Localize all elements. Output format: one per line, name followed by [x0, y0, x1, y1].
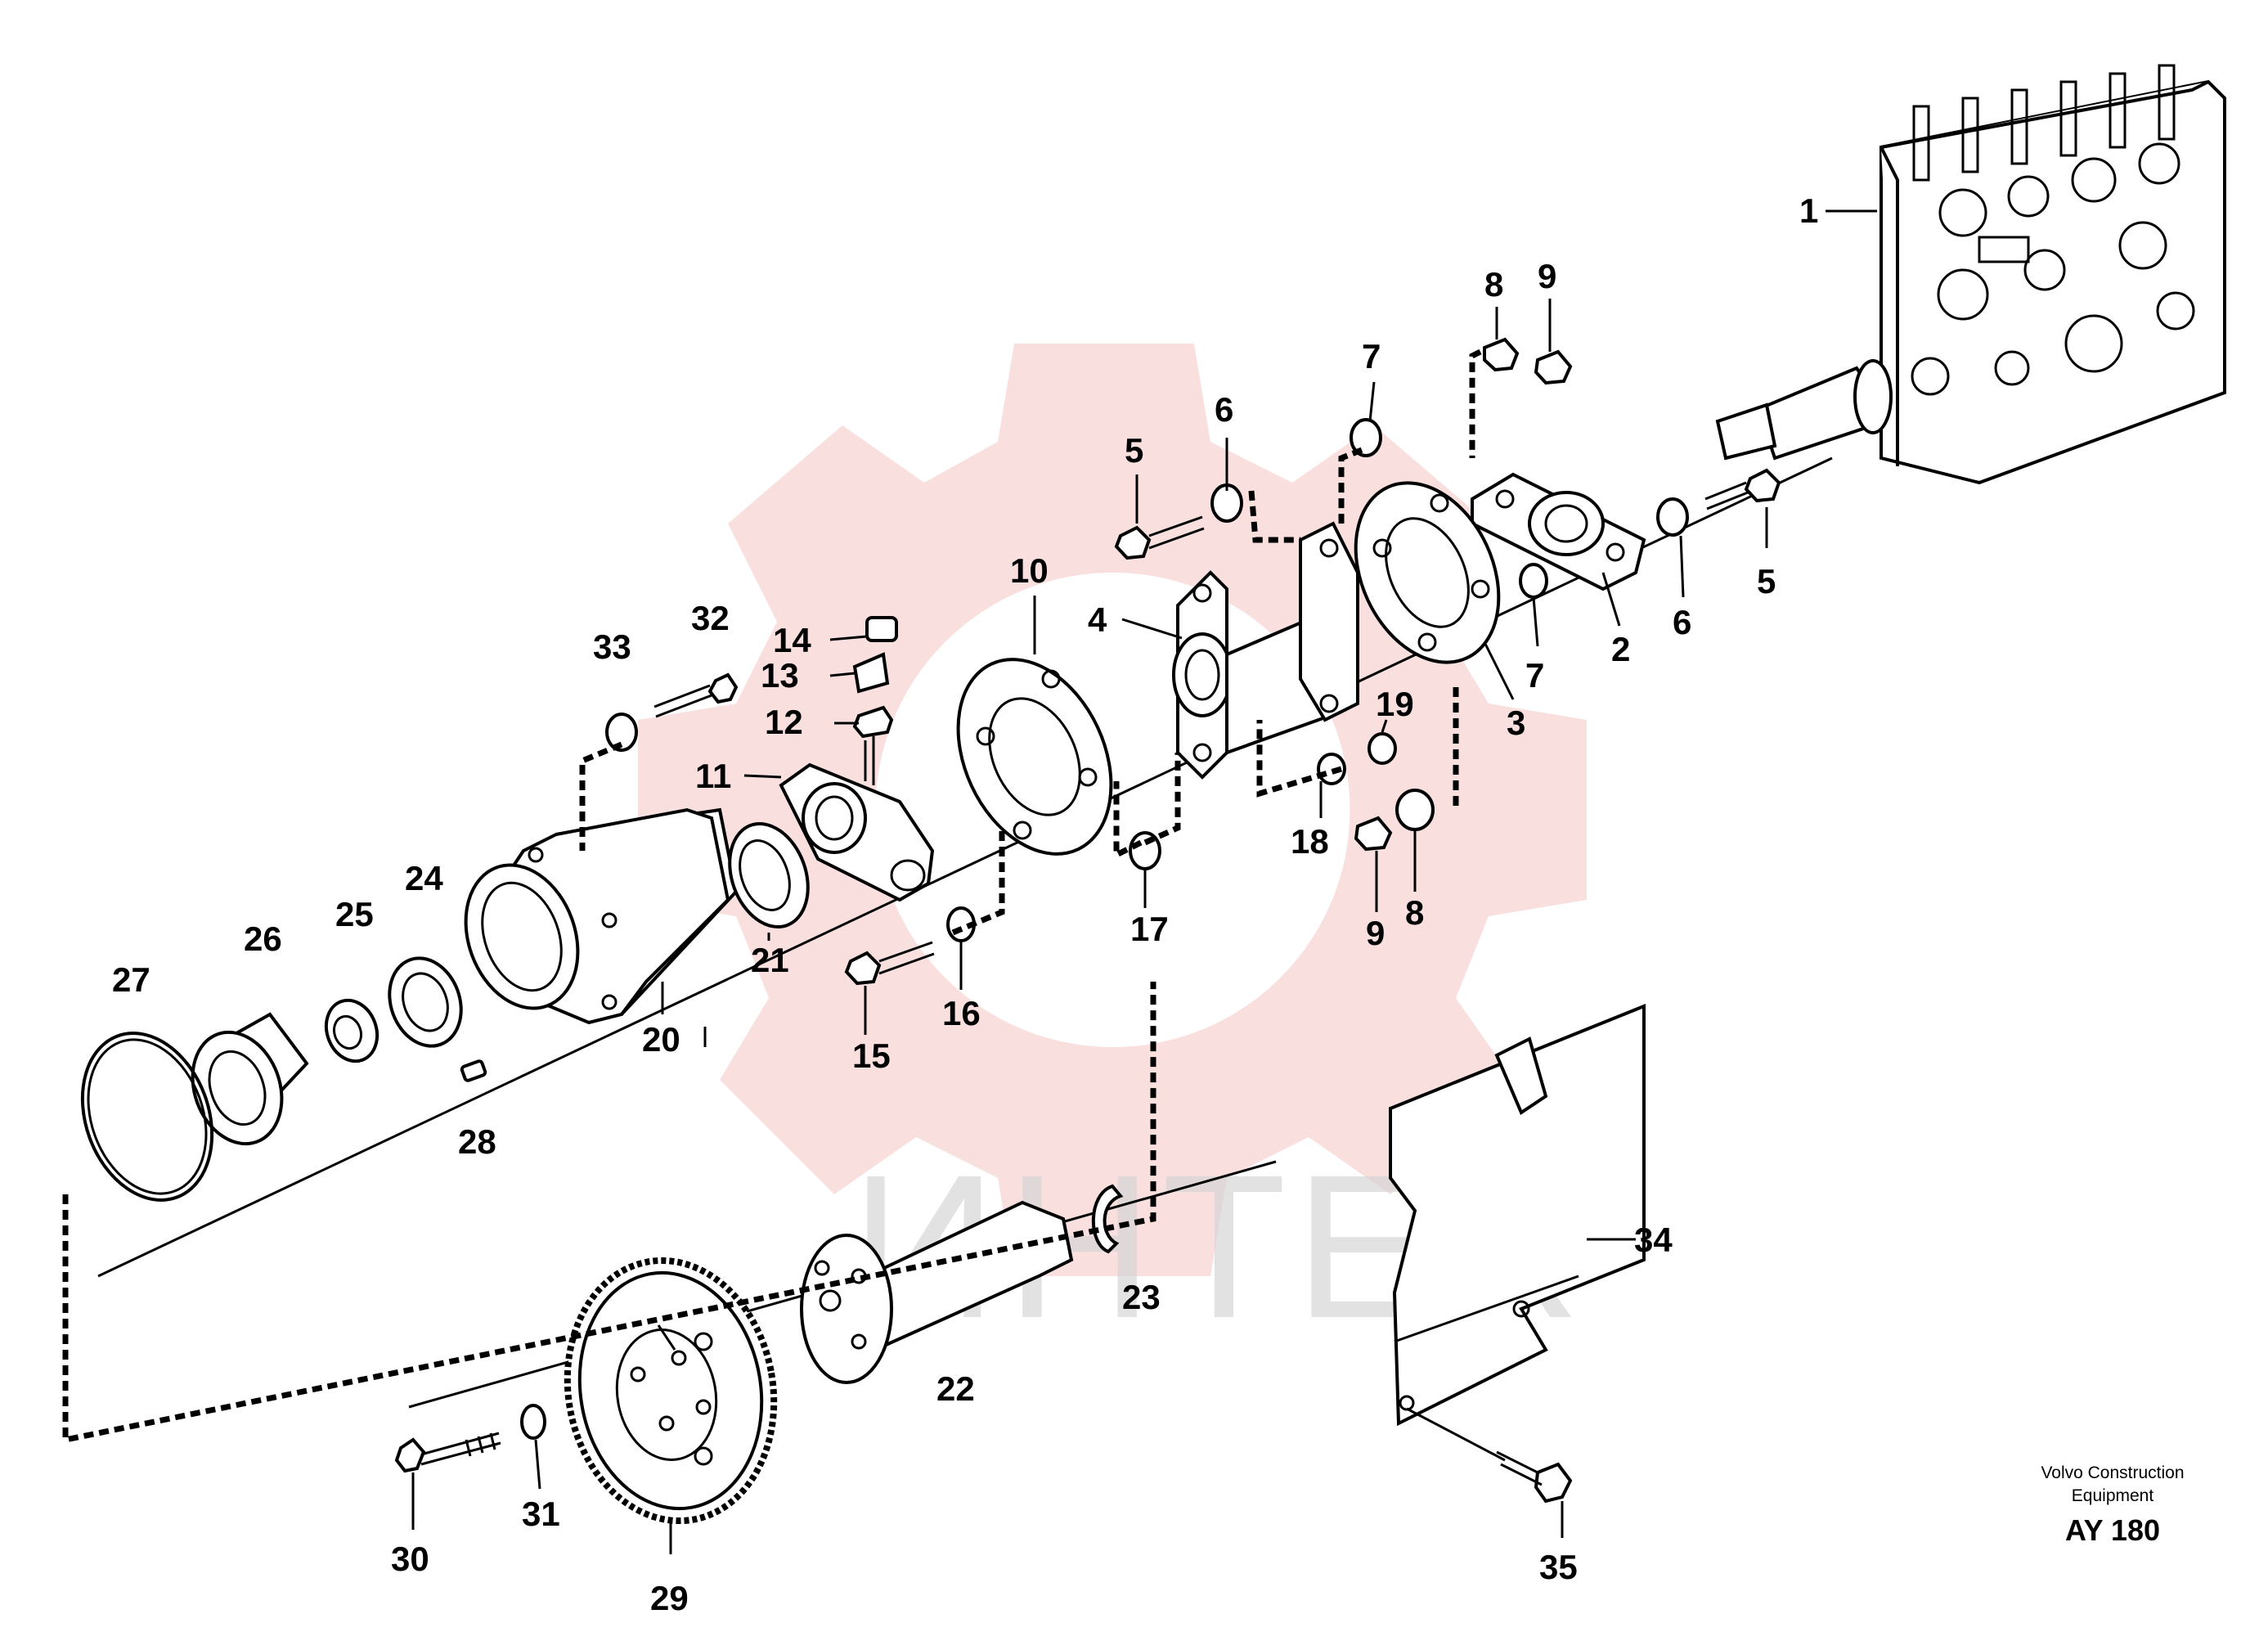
callout-13: 13	[761, 656, 799, 695]
injection-pump	[1715, 64, 2226, 485]
callout-20: 20	[642, 1020, 680, 1059]
bolt-35-axis	[1406, 1407, 1506, 1462]
coupling-plate	[1471, 472, 1646, 591]
callout-7-upper: 7	[1362, 337, 1381, 375]
callout-32: 32	[691, 599, 730, 637]
bearing-26	[191, 1012, 309, 1146]
callout-8-lower: 8	[1405, 893, 1424, 932]
washer-17	[1129, 831, 1161, 870]
hub-11	[779, 762, 935, 902]
callout-29: 29	[650, 1579, 689, 1617]
bolt-30	[394, 1432, 501, 1473]
assembly-guide-lines	[62, 348, 1482, 1444]
callout-18: 18	[1291, 822, 1329, 861]
callout-8-upper: 8	[1484, 265, 1503, 303]
clamp-bolt-assembly	[852, 616, 898, 785]
gear-29	[564, 1257, 778, 1525]
callout-19: 19	[1376, 685, 1414, 723]
washer-6-right	[1656, 497, 1689, 537]
callout-30: 30	[391, 1540, 429, 1578]
callout-25: 25	[335, 895, 374, 933]
callout-27: 27	[112, 960, 150, 999]
bolt-32	[653, 672, 739, 718]
flexible-disc-3	[1354, 481, 1501, 664]
footer-caption: Volvo Construction Equipment AY 180	[2041, 1463, 2184, 1547]
housing-20	[464, 807, 739, 1025]
bolt-5-right	[1704, 468, 1781, 510]
pin-28	[460, 1059, 487, 1082]
callout-11: 11	[695, 757, 731, 795]
seal-ring-21	[728, 822, 810, 928]
flexible-disc-10	[956, 658, 1113, 856]
callout-21: 21	[751, 941, 789, 979]
callout-22: 22	[936, 1369, 975, 1408]
bolt-35	[1496, 1450, 1573, 1504]
nut-8-upper	[1483, 337, 1520, 372]
callout-17: 17	[1130, 910, 1169, 948]
callout-31: 31	[522, 1495, 560, 1533]
callout-6-left: 6	[1215, 390, 1233, 429]
callout-35: 35	[1539, 1548, 1578, 1586]
callout-3: 3	[1507, 704, 1525, 742]
callout-2: 2	[1611, 630, 1630, 668]
callout-9-lower: 9	[1366, 914, 1385, 952]
callout-15: 15	[852, 1036, 891, 1075]
callout-5-left: 5	[1125, 431, 1143, 470]
washer-33	[605, 713, 638, 752]
nut-9-lower	[1354, 816, 1393, 852]
callout-1: 1	[1799, 191, 1818, 230]
callout-9-upper: 9	[1538, 257, 1556, 295]
o-ring-27	[80, 1032, 214, 1202]
leader-lines	[411, 209, 1877, 1554]
callout-6-right: 6	[1673, 603, 1691, 641]
washer-7-upper	[1350, 418, 1382, 457]
callout-4: 4	[1088, 600, 1107, 639]
nut-9-upper	[1534, 349, 1573, 385]
bolt-15	[844, 941, 935, 986]
callout-24: 24	[405, 859, 443, 897]
callout-33: 33	[593, 627, 631, 666]
callout-5-right: 5	[1757, 562, 1776, 600]
washer-7-lower	[1519, 563, 1548, 599]
callout-7-lower: 7	[1525, 656, 1544, 695]
washer-19	[1368, 732, 1397, 765]
washer-31	[520, 1404, 546, 1440]
cover-plate-34	[1389, 1004, 1646, 1427]
callout-34: 34	[1634, 1221, 1673, 1259]
washer-8-lower	[1395, 789, 1435, 831]
spacer-ring-25	[324, 998, 379, 1063]
callout-23: 23	[1122, 1278, 1161, 1316]
callout-16: 16	[942, 994, 981, 1032]
footer-line-1: Volvo Construction	[2041, 1463, 2184, 1482]
drawing-code: AY 180	[2065, 1513, 2160, 1547]
bearing-24	[388, 956, 463, 1048]
callout-numbers: 1 2 3 4 5 5 6 6 7 7 8 8 9 9 10 11 12 13 …	[112, 191, 1818, 1617]
callout-14: 14	[773, 621, 811, 659]
callout-28: 28	[458, 1122, 496, 1161]
coupling-flange-4	[1172, 521, 1359, 780]
callout-12: 12	[765, 703, 803, 741]
callout-26: 26	[244, 919, 282, 958]
callout-10: 10	[1010, 551, 1049, 590]
footer-line-2: Equipment	[2072, 1486, 2154, 1505]
circlip-23	[1091, 1184, 1124, 1254]
shaft-22	[800, 1200, 1074, 1384]
bolt-5-left	[1114, 515, 1205, 560]
